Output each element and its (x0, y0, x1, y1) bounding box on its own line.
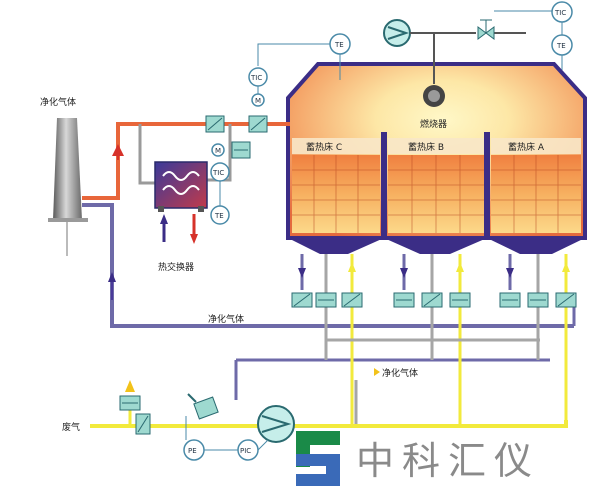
valve-icon (421, 292, 443, 308)
valve-icon (315, 292, 337, 308)
valve-icon (527, 292, 549, 308)
m-left-top-label: M (255, 97, 261, 105)
te-top-label: TE (334, 41, 344, 49)
valve-icon (341, 292, 363, 308)
m-left-bottom-label: M (215, 147, 221, 155)
clean-gas-label: 净化气体 (382, 367, 418, 379)
valve-row (291, 292, 577, 308)
fan-icon (257, 405, 295, 443)
purge-arrows (298, 268, 514, 278)
motor-icon (211, 143, 225, 157)
fan-icon (383, 19, 411, 47)
tic-left-label: TIC (250, 74, 262, 82)
valve-icon (555, 292, 577, 308)
valve-icon (477, 19, 495, 40)
hot-outlet-pipe (82, 122, 290, 200)
stack (48, 118, 88, 256)
pic-label: PIC (240, 447, 251, 455)
heat-exchanger-label: 热交换器 (158, 261, 194, 273)
te-hx-label: TE (214, 212, 224, 220)
bed-connection-pipes (300, 254, 568, 426)
stack-icon (53, 118, 82, 220)
valve-icon (248, 115, 268, 133)
valve-icon (135, 413, 151, 435)
logo-icon (296, 431, 340, 486)
bed-b-label: 蓄热床 B (408, 141, 444, 153)
valve-icon (231, 141, 251, 159)
tic-hx-label: TIC (212, 169, 224, 177)
watermark-text: 中科汇仪 (356, 439, 540, 483)
valve-icon (291, 292, 313, 308)
te-hx-instrument (210, 205, 230, 225)
oxidizer-chamber (286, 62, 587, 254)
bed-a-label: 蓄热床 A (508, 141, 545, 153)
valve-icon (499, 292, 521, 308)
valve-icon (393, 292, 415, 308)
pe-label: PE (188, 447, 197, 455)
stack-gas-label: 净化气体 (40, 96, 76, 108)
valve-icon (205, 115, 225, 133)
heat-exchanger-icon (154, 161, 208, 244)
valve-icon (119, 395, 141, 411)
tic-top-label: TIC (554, 9, 566, 17)
return-gas-label: 净化气体 (208, 313, 244, 325)
valve-icon (187, 393, 219, 420)
bed-c-label: 蓄热床 C (306, 141, 342, 153)
valve-icon (449, 292, 471, 308)
inlet-arrows (348, 262, 570, 272)
te-right-label: TE (556, 42, 566, 50)
purge-return-pipe (82, 203, 300, 328)
waste-gas-label: 废气 (62, 421, 80, 433)
burner-label: 燃烧器 (420, 118, 447, 130)
